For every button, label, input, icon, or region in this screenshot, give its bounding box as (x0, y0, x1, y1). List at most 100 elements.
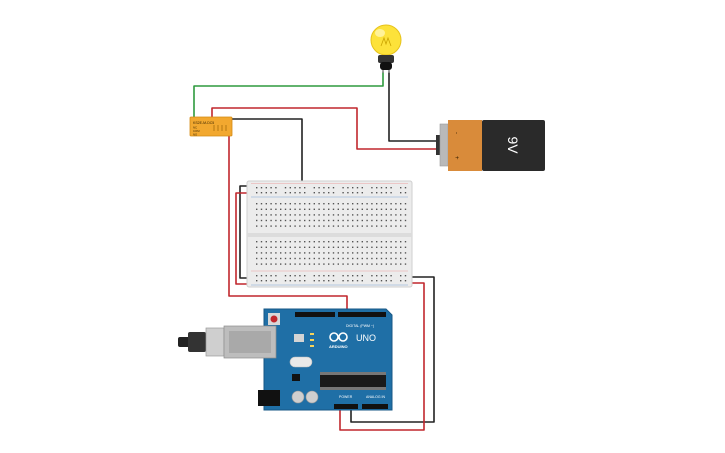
breadboard-hole[interactable] (376, 280, 378, 282)
breadboard-hole[interactable] (352, 263, 354, 265)
breadboard-hole[interactable] (400, 275, 402, 277)
breadboard-hole[interactable] (385, 219, 387, 222)
breadboard-hole[interactable] (299, 192, 301, 194)
breadboard-hole[interactable] (337, 263, 339, 265)
breadboard-hole[interactable] (404, 219, 407, 222)
breadboard-hole[interactable] (347, 241, 349, 243)
breadboard-hole[interactable] (318, 208, 320, 210)
breadboard-hole[interactable] (328, 241, 330, 243)
breadboard-hole[interactable] (356, 214, 359, 216)
breadboard-hole[interactable] (342, 252, 344, 254)
wire-black-breadboard-arduino[interactable] (350, 276, 435, 423)
breadboard[interactable] (246, 180, 413, 288)
breadboard-hole[interactable] (284, 208, 287, 210)
breadboard-hole[interactable] (299, 241, 301, 243)
breadboard-hole[interactable] (328, 246, 330, 248)
breadboard-hole[interactable] (342, 241, 344, 243)
breadboard-hole[interactable] (376, 241, 378, 243)
breadboard-hole[interactable] (275, 241, 277, 243)
breadboard-hole[interactable] (366, 241, 368, 243)
breadboard-hole[interactable] (380, 214, 383, 216)
breadboard-hole[interactable] (308, 246, 311, 248)
breadboard-hole[interactable] (304, 280, 306, 282)
breadboard-hole[interactable] (390, 219, 392, 222)
breadboard-hole[interactable] (390, 187, 392, 189)
breadboard-hole[interactable] (299, 219, 301, 222)
breadboard-hole[interactable] (275, 275, 277, 277)
breadboard-hole[interactable] (361, 219, 363, 222)
breadboard-hole[interactable] (376, 263, 378, 265)
breadboard-hole[interactable] (347, 275, 349, 277)
breadboard-hole[interactable] (256, 252, 258, 254)
breadboard-hole[interactable] (356, 280, 359, 282)
breadboard-hole[interactable] (366, 257, 368, 260)
breadboard-hole[interactable] (352, 280, 354, 282)
breadboard-hole[interactable] (332, 252, 335, 254)
breadboard-hole[interactable] (284, 252, 287, 254)
breadboard-hole[interactable] (313, 280, 315, 282)
breadboard-hole[interactable] (260, 187, 263, 189)
breadboard-hole[interactable] (332, 241, 335, 243)
breadboard-hole[interactable] (323, 241, 325, 243)
breadboard-hole[interactable] (400, 187, 402, 189)
breadboard-hole[interactable] (332, 275, 335, 277)
breadboard-hole[interactable] (352, 225, 354, 227)
breadboard-hole[interactable] (318, 241, 320, 243)
breadboard-hole[interactable] (284, 263, 287, 265)
breadboard-hole[interactable] (342, 208, 344, 210)
breadboard-hole[interactable] (313, 225, 315, 227)
breadboard-hole[interactable] (318, 192, 320, 194)
breadboard-hole[interactable] (294, 241, 296, 243)
breadboard-hole[interactable] (404, 225, 407, 227)
breadboard-hole[interactable] (284, 275, 287, 277)
breadboard-hole[interactable] (337, 241, 339, 243)
breadboard-hole[interactable] (265, 208, 267, 210)
breadboard-hole[interactable] (371, 257, 373, 260)
breadboard-hole[interactable] (395, 203, 397, 205)
breadboard-hole[interactable] (400, 208, 402, 210)
breadboard-hole[interactable] (332, 192, 335, 194)
breadboard-hole[interactable] (313, 214, 315, 216)
breadboard-hole[interactable] (294, 246, 296, 248)
breadboard-hole[interactable] (337, 225, 339, 227)
breadboard-hole[interactable] (376, 219, 378, 222)
breadboard-hole[interactable] (323, 192, 325, 194)
breadboard-hole[interactable] (380, 263, 383, 265)
breadboard-hole[interactable] (318, 246, 320, 248)
breadboard-hole[interactable] (289, 208, 291, 210)
breadboard-hole[interactable] (304, 241, 306, 243)
breadboard-hole[interactable] (404, 263, 407, 265)
breadboard-hole[interactable] (270, 219, 272, 222)
breadboard-hole[interactable] (380, 208, 383, 210)
breadboard-hole[interactable] (289, 263, 291, 265)
breadboard-hole[interactable] (294, 203, 296, 205)
breadboard-hole[interactable] (260, 280, 263, 282)
breadboard-hole[interactable] (304, 219, 306, 222)
breadboard-hole[interactable] (347, 208, 349, 210)
breadboard-hole[interactable] (275, 252, 277, 254)
breadboard-hole[interactable] (323, 219, 325, 222)
breadboard-hole[interactable] (294, 192, 296, 194)
breadboard-hole[interactable] (385, 214, 387, 216)
breadboard-hole[interactable] (256, 241, 258, 243)
breadboard-hole[interactable] (318, 280, 320, 282)
breadboard-hole[interactable] (376, 252, 378, 254)
breadboard-hole[interactable] (289, 225, 291, 227)
breadboard-hole[interactable] (323, 263, 325, 265)
breadboard-hole[interactable] (347, 263, 349, 265)
breadboard-hole[interactable] (299, 280, 301, 282)
breadboard-hole[interactable] (318, 263, 320, 265)
breadboard-hole[interactable] (308, 208, 311, 210)
breadboard-hole[interactable] (270, 252, 272, 254)
breadboard-hole[interactable] (289, 257, 291, 260)
breadboard-hole[interactable] (323, 214, 325, 216)
breadboard-hole[interactable] (308, 214, 311, 216)
breadboard-hole[interactable] (260, 214, 263, 216)
breadboard-hole[interactable] (371, 252, 373, 254)
breadboard-hole[interactable] (304, 214, 306, 216)
breadboard-hole[interactable] (385, 225, 387, 227)
breadboard-hole[interactable] (332, 257, 335, 260)
breadboard-hole[interactable] (371, 241, 373, 243)
breadboard-hole[interactable] (328, 275, 330, 277)
breadboard-hole[interactable] (400, 263, 402, 265)
